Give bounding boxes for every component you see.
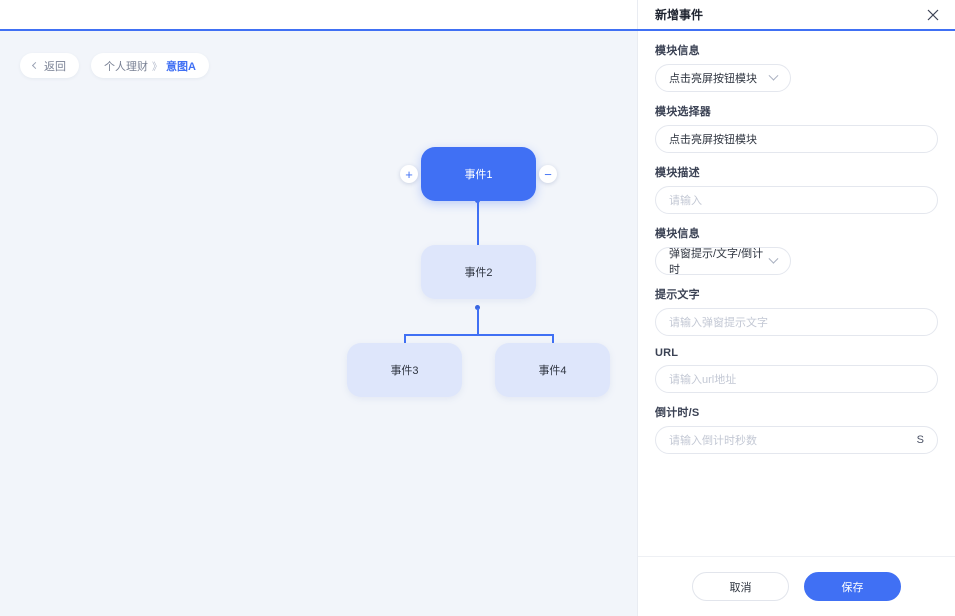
module-description-input[interactable]: 请输入 bbox=[655, 186, 938, 214]
edge-n2-trunk bbox=[477, 308, 479, 335]
field-module-info-bottom: 模块信息 弹窗提示/文字/倒计时 bbox=[655, 225, 938, 276]
add-event-panel: 新增事件 模块信息 点击亮屏按钮模块 模块选择器 点击亮屏按 bbox=[638, 0, 955, 616]
module-type-select[interactable]: 弹窗提示/文字/倒计时 bbox=[655, 247, 791, 276]
field-label: URL bbox=[655, 347, 679, 359]
panel-accent-rule bbox=[638, 29, 955, 31]
flow-node-label: 事件4 bbox=[538, 365, 567, 377]
module-info-select[interactable]: 点击亮屏按钮模块 bbox=[655, 64, 791, 92]
cancel-button-label: 取消 bbox=[729, 581, 752, 594]
flow-node-event-2[interactable]: 事件2 bbox=[421, 245, 536, 299]
canvas-toolbar: 返回 个人理财 》 意图A bbox=[20, 53, 209, 78]
panel-footer-divider bbox=[638, 556, 955, 557]
field-module-selector: 模块选择器 点击亮屏按钮模块 bbox=[655, 103, 938, 153]
edge-split-bar bbox=[404, 334, 554, 336]
edge-dot-n2-out bbox=[475, 305, 480, 310]
url-input[interactable]: 请输入url地址 bbox=[655, 365, 938, 393]
panel-title: 新增事件 bbox=[655, 8, 704, 22]
flow-node-event-1[interactable]: 事件1 + − bbox=[400, 147, 557, 201]
chevron-left-icon bbox=[31, 61, 40, 70]
close-icon[interactable] bbox=[924, 6, 942, 24]
add-node-button[interactable]: + bbox=[400, 165, 418, 183]
breadcrumb-root[interactable]: 个人理财 bbox=[104, 60, 148, 73]
flow-canvas[interactable]: 返回 个人理财 》 意图A bbox=[0, 31, 638, 616]
input-value: 点击亮屏按钮模块 bbox=[669, 134, 757, 146]
editor-pane: 返回 个人理财 》 意图A bbox=[0, 0, 638, 616]
save-button[interactable]: 保存 bbox=[804, 572, 901, 601]
module-selector-input[interactable]: 点击亮屏按钮模块 bbox=[655, 125, 938, 153]
field-label: 模块信息 bbox=[655, 45, 700, 57]
flow-node-label: 事件3 bbox=[390, 365, 419, 377]
field-module-description: 模块描述 请输入 bbox=[655, 164, 938, 214]
input-placeholder: 请输入 bbox=[669, 195, 702, 207]
flow-node-label: 事件1 bbox=[464, 169, 493, 181]
field-label: 提示文字 bbox=[655, 289, 700, 301]
field-module-info-top: 模块信息 点击亮屏按钮模块 bbox=[655, 42, 938, 92]
select-value: 弹窗提示/文字/倒计时 bbox=[669, 248, 764, 276]
save-button-label: 保存 bbox=[841, 581, 864, 594]
flow-node-label: 事件2 bbox=[464, 267, 493, 279]
cancel-button[interactable]: 取消 bbox=[692, 572, 789, 601]
panel-form: 模块信息 点击亮屏按钮模块 模块选择器 点击亮屏按钮模块 模块描述 请输入 bbox=[638, 31, 955, 556]
field-countdown: 倒计时/S 请输入倒计时秒数 S bbox=[655, 404, 938, 454]
input-placeholder: 请输入url地址 bbox=[669, 374, 737, 386]
top-bar bbox=[0, 0, 638, 29]
chevron-down-icon bbox=[768, 70, 779, 81]
input-placeholder: 请输入弹窗提示文字 bbox=[669, 317, 768, 329]
back-button[interactable]: 返回 bbox=[20, 53, 79, 78]
input-placeholder: 请输入倒计时秒数 bbox=[669, 435, 757, 447]
field-url: URL 请输入url地址 bbox=[655, 347, 938, 393]
flow-node-event-3[interactable]: 事件3 bbox=[347, 343, 462, 397]
edge-n1-n2 bbox=[477, 201, 479, 253]
field-tip-text: 提示文字 请输入弹窗提示文字 bbox=[655, 286, 938, 336]
panel-header: 新增事件 bbox=[638, 0, 955, 29]
remove-node-button[interactable]: − bbox=[539, 165, 557, 183]
plus-icon: + bbox=[405, 166, 413, 182]
breadcrumb-separator: 》 bbox=[152, 62, 162, 73]
select-value: 点击亮屏按钮模块 bbox=[669, 73, 757, 85]
countdown-input[interactable]: 请输入倒计时秒数 S bbox=[655, 426, 938, 454]
flow-node-event-4[interactable]: 事件4 bbox=[495, 343, 610, 397]
field-label: 模块选择器 bbox=[655, 106, 711, 118]
panel-footer: 取消 保存 bbox=[638, 557, 955, 616]
minus-icon: − bbox=[544, 166, 552, 182]
countdown-unit-suffix: S bbox=[916, 434, 924, 446]
breadcrumb: 个人理财 》 意图A bbox=[91, 53, 209, 78]
tip-text-input[interactable]: 请输入弹窗提示文字 bbox=[655, 308, 938, 336]
field-label: 模块描述 bbox=[655, 167, 700, 179]
breadcrumb-current: 意图A bbox=[166, 60, 196, 73]
back-button-label: 返回 bbox=[44, 60, 66, 73]
field-label: 倒计时/S bbox=[655, 407, 700, 419]
field-label: 模块信息 bbox=[655, 228, 700, 240]
top-accent-rule bbox=[0, 29, 638, 31]
